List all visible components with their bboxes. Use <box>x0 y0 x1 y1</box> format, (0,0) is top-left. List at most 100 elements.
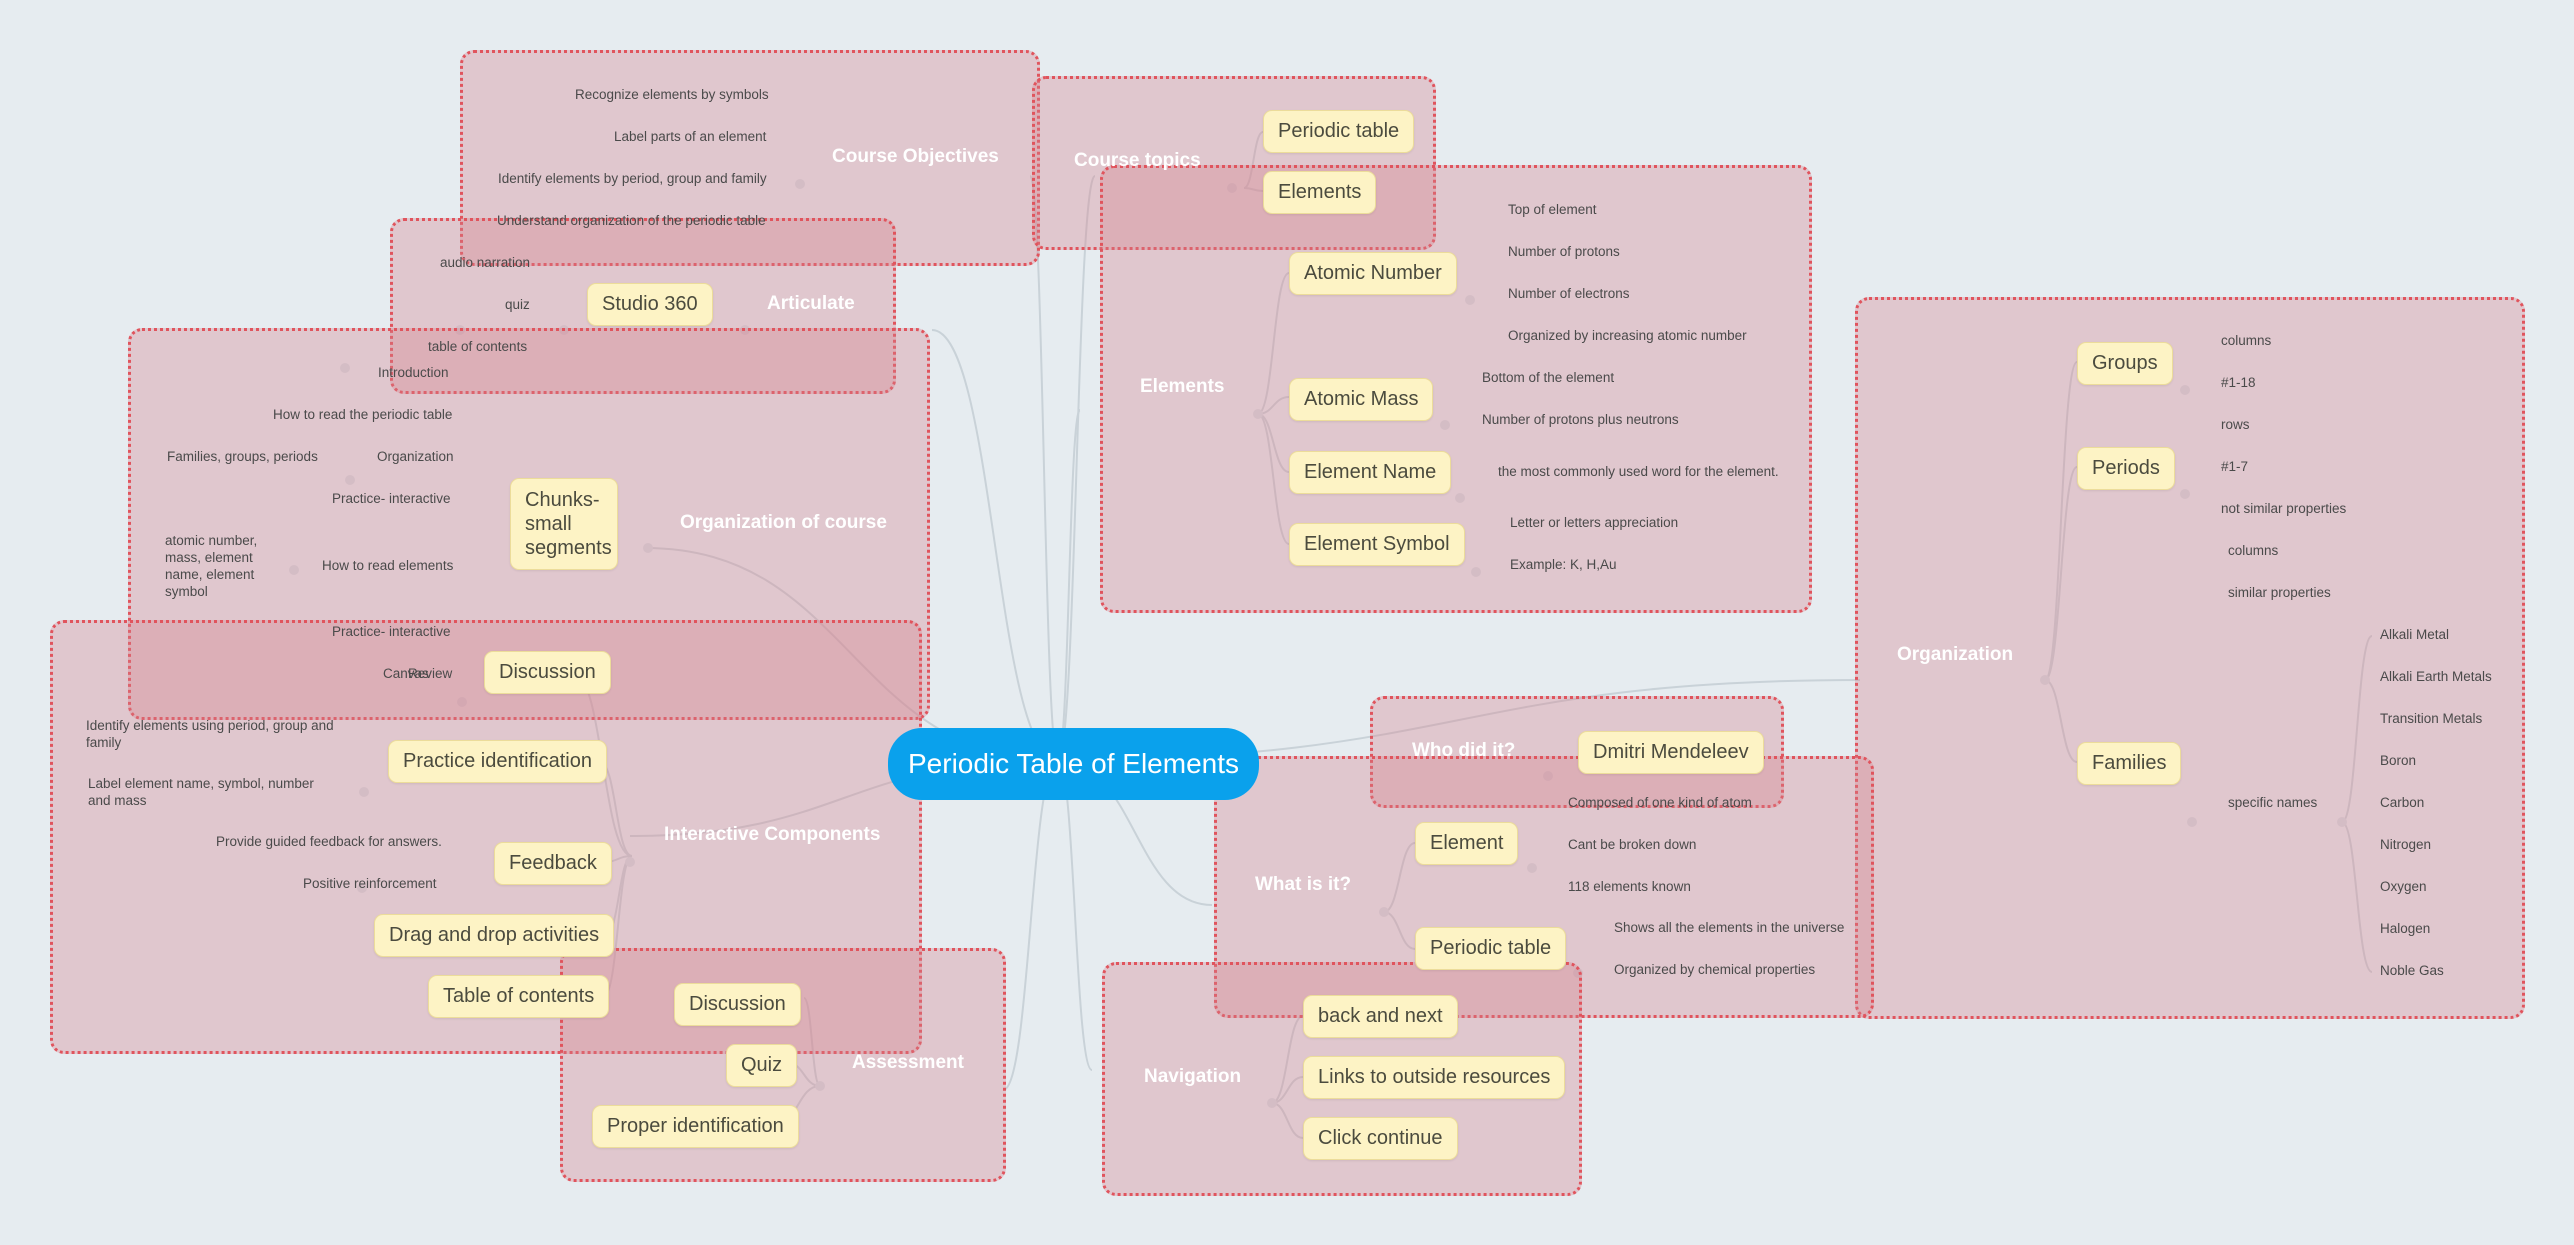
node-drag-and-drop[interactable]: Drag and drop activities <box>374 914 615 957</box>
leaf-review[interactable]: Review <box>408 666 453 681</box>
node-dmitri-mendeleev[interactable]: Dmitri Mendeleev <box>1578 731 1764 774</box>
leaf-identify-elements[interactable]: Identify elements using period, group an… <box>86 718 334 750</box>
leaf-rows[interactable]: rows <box>2221 417 2250 432</box>
branch-interactive-components[interactable]: Interactive Components <box>664 824 881 845</box>
leaf-organization[interactable]: Organization <box>377 449 454 464</box>
leaf-canvas[interactable]: Canvas <box>383 666 429 681</box>
leaf-chemical-properties[interactable]: Organized by chemical properties <box>1614 962 1816 977</box>
node-outside-resources[interactable]: Links to outside resources <box>1303 1056 1566 1099</box>
branch-navigation[interactable]: Navigation <box>1144 1066 1242 1087</box>
leaf-family-name[interactable]: Nitrogen <box>2380 837 2432 852</box>
connector <box>2044 466 2078 681</box>
leaf-families-groups-periods[interactable]: Families, groups, periods <box>167 449 318 464</box>
connector <box>1057 759 1093 1071</box>
node-assessment-discussion[interactable]: Discussion <box>674 983 801 1026</box>
node-element-name[interactable]: Element Name <box>1289 451 1452 494</box>
leaf-bottom-of-element[interactable]: Bottom of the element <box>1482 370 1615 385</box>
leaf-family-name[interactable]: Alkali Metal <box>2380 627 2450 642</box>
connector-dot <box>357 883 367 893</box>
leaf-number-of-electrons[interactable]: Number of electrons <box>1508 286 1630 301</box>
connector-dot <box>643 543 653 553</box>
leaf-family-name[interactable]: Carbon <box>2380 795 2425 810</box>
node-families[interactable]: Families <box>2077 742 2182 785</box>
leaf-cant-be-broken[interactable]: Cant be broken down <box>1568 837 1697 852</box>
leaf-not-similar[interactable]: not similar properties <box>2221 501 2347 516</box>
node-atomic-number[interactable]: Atomic Number <box>1289 252 1457 295</box>
leaf-example-symbols[interactable]: Example: K, H,Au <box>1510 557 1617 572</box>
branch-organization[interactable]: Organization <box>1897 644 2014 665</box>
node-studio-360[interactable]: Studio 360 <box>587 283 713 326</box>
leaf-read-elements[interactable]: How to read elements <box>322 558 454 573</box>
connector <box>2044 679 2078 763</box>
leaf-specific-names[interactable]: specific names <box>2228 795 2318 810</box>
leaf-1-18[interactable]: #1-18 <box>2221 375 2256 390</box>
leaf-introduction[interactable]: Introduction <box>378 365 449 380</box>
node-periodic-table-topic[interactable]: Periodic table <box>1263 110 1415 153</box>
branch-organization-of-course[interactable]: Organization of course <box>680 512 887 533</box>
leaf-table-of-contents[interactable]: table of contents <box>428 339 528 354</box>
leaf-label-element[interactable]: Label element name, symbol, number and m… <box>88 776 314 808</box>
node-back-and-next[interactable]: back and next <box>1303 995 1458 1038</box>
leaf-family-name[interactable]: Oxygen <box>2380 879 2427 894</box>
connector <box>1257 413 1290 545</box>
branch-course-topics[interactable]: Course topics <box>1074 150 1201 171</box>
node-atomic-mass[interactable]: Atomic Mass <box>1289 378 1434 421</box>
leaf-1-7[interactable]: #1-7 <box>2221 459 2249 474</box>
leaf-family-name[interactable]: Noble Gas <box>2380 963 2444 978</box>
leaf-letter-appreciation[interactable]: Letter or letters appreciation <box>1510 515 1679 530</box>
leaf-similar-properties[interactable]: similar properties <box>2228 585 2331 600</box>
root-node[interactable]: Periodic Table of Elements <box>888 728 1259 800</box>
leaf-118-elements[interactable]: 118 elements known <box>1568 879 1691 894</box>
leaf-positive-reinforcement[interactable]: Positive reinforcement <box>303 876 437 891</box>
node-groups[interactable]: Groups <box>2077 342 2173 385</box>
branch-course-objectives[interactable]: Course Objectives <box>832 146 999 167</box>
leaf-common-word[interactable]: the most commonly used word for the elem… <box>1498 464 1779 479</box>
branch-what-is-it[interactable]: What is it? <box>1255 874 1352 895</box>
node-table-of-contents[interactable]: Table of contents <box>428 975 610 1018</box>
branch-elements[interactable]: Elements <box>1140 376 1225 397</box>
node-element-symbol[interactable]: Element Symbol <box>1289 523 1465 566</box>
leaf-increasing-atomic-number[interactable]: Organized by increasing atomic number <box>1508 328 1747 343</box>
leaf-all-elements[interactable]: Shows all the elements in the universe <box>1614 920 1845 935</box>
leaf-top-of-element[interactable]: Top of element <box>1508 202 1597 217</box>
leaf-families-columns[interactable]: columns <box>2228 543 2279 558</box>
leaf-one-kind-of-atom[interactable]: Composed of one kind of atom <box>1568 795 1752 810</box>
leaf-practice-interactive-2[interactable]: Practice- interactive <box>332 624 451 639</box>
leaf-practice-interactive[interactable]: Practice- interactive <box>332 491 451 506</box>
leaf-read-periodic-table[interactable]: How to read the periodic table <box>273 407 453 422</box>
branch-who-did-it[interactable]: Who did it? <box>1412 740 1516 761</box>
node-feedback[interactable]: Feedback <box>494 842 612 885</box>
leaf-objective[interactable]: Understand organization of the periodic … <box>497 213 766 228</box>
node-quiz[interactable]: Quiz <box>726 1044 798 1087</box>
node-proper-identification[interactable]: Proper identification <box>592 1105 799 1148</box>
connector-dot <box>1267 1098 1277 1108</box>
leaf-quiz[interactable]: quiz <box>505 297 530 312</box>
connector-dot <box>1440 420 1450 430</box>
branch-assessment[interactable]: Assessment <box>852 1052 964 1073</box>
leaf-element-parts[interactable]: atomic number, mass, element name, eleme… <box>165 533 258 599</box>
leaf-objective[interactable]: Identify elements by period, group and f… <box>498 171 767 186</box>
connector <box>1243 131 1264 189</box>
node-chunks[interactable]: Chunks- small segments <box>510 478 618 570</box>
connector <box>1029 175 1059 761</box>
node-periods[interactable]: Periods <box>2077 447 2175 490</box>
leaf-objective[interactable]: Recognize elements by symbols <box>575 87 769 102</box>
node-discussion[interactable]: Discussion <box>484 651 611 694</box>
node-click-continue[interactable]: Click continue <box>1303 1117 1458 1160</box>
leaf-audio-narration[interactable]: audio narration <box>440 255 531 270</box>
leaf-family-name[interactable]: Alkali Earth Metals <box>2380 669 2492 684</box>
leaf-columns[interactable]: columns <box>2221 333 2272 348</box>
node-periodic-table[interactable]: Periodic table <box>1415 927 1567 970</box>
node-practice-identification[interactable]: Practice identification <box>388 740 607 783</box>
leaf-number-of-protons[interactable]: Number of protons <box>1508 244 1620 259</box>
leaf-family-name[interactable]: Transition Metals <box>2380 711 2483 726</box>
branch-articulate[interactable]: Articulate <box>767 293 855 314</box>
node-elements-topic[interactable]: Elements <box>1263 171 1377 214</box>
node-element[interactable]: Element <box>1415 822 1519 865</box>
leaf-guided-feedback[interactable]: Provide guided feedback for answers. <box>216 834 442 849</box>
leaf-objective[interactable]: Label parts of an element <box>614 129 767 144</box>
connector <box>2341 821 2373 973</box>
leaf-family-name[interactable]: Boron <box>2380 753 2417 768</box>
leaf-family-name[interactable]: Halogen <box>2380 921 2431 936</box>
leaf-protons-plus-neutrons[interactable]: Number of protons plus neutrons <box>1482 412 1679 427</box>
